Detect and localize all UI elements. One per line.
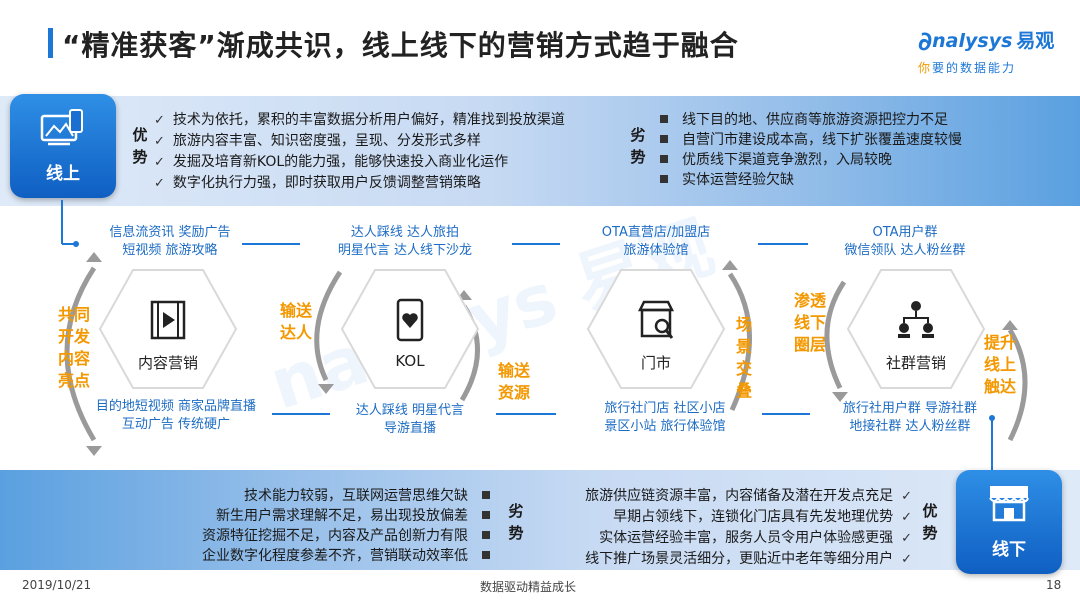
hex-label: KOL — [395, 352, 425, 370]
offline-badge-label: 线下 — [992, 540, 1026, 560]
offline-band — [0, 470, 1080, 570]
storefront-search-icon — [637, 300, 675, 339]
hex-content-marketing: 内容营销 — [98, 268, 238, 390]
footer-date: 2019/10/21 — [22, 578, 92, 592]
label-penetrate-offline: 渗透线下圈层 — [793, 291, 826, 354]
title-accent-bar — [48, 28, 53, 58]
tag-store-bottom: 旅行社门店 社区小店景区小站 旅行体验馆 — [604, 401, 726, 434]
list-item: ✓技术为依托，累积的丰富数据分析用户偏好，精准找到投放渠道 — [154, 112, 565, 128]
list-item: 企业数字化程度参差不齐，营销联动效率低 — [150, 546, 490, 566]
online-badge-label: 线上 — [46, 164, 80, 184]
list-item: ✓数字化执行力强，即时获取用户反馈调整营销策略 — [154, 175, 481, 191]
list-item: 实体运营经验丰富，服务人员令用户体验感更强✓ — [599, 530, 912, 546]
logo-cn: 易观 — [1016, 30, 1055, 52]
label-boost-online: 提升线上触达 — [983, 333, 1016, 396]
phone-heart-icon — [396, 298, 424, 342]
list-item: 早期占领线下，连锁化门店具有先发地理优势✓ — [613, 509, 912, 525]
list-item: 线下目的地、供应商等旅游资源把控力不足 — [660, 110, 962, 130]
hex-store: 门市 — [586, 268, 726, 390]
list-item: 自营门市建设成本高，线下扩张覆盖速度较慢 — [660, 130, 962, 150]
hex-label: 门市 — [640, 354, 671, 372]
offline-strengths-list: 旅游供应链资源丰富，内容储备及潜在开发点充足✓ 早期占领线下，连锁化门店具有先发… — [520, 486, 912, 570]
hex-label: 内容营销 — [137, 354, 198, 372]
tag-kol-bottom: 达人踩线 明星代言导游直播 — [355, 403, 465, 436]
label-scene-overlap: 场景交叠 — [735, 315, 752, 400]
online-badge: 线上 — [10, 94, 116, 198]
label-send-resources: 输送资源 — [497, 361, 530, 402]
online-weakness-label: 劣势 — [630, 126, 646, 166]
list-item: 技术能力较弱，互联网运营思维欠缺 — [150, 486, 490, 506]
logo-en: nalysys — [932, 30, 1013, 52]
offline-weakness-label: 劣势 — [508, 502, 524, 542]
tag-content-bottom: 目的地短视频 商家品牌直播互动广告 传统硬广 — [95, 399, 257, 432]
list-item: 优质线下渠道竞争激烈，入局较晚 — [660, 150, 962, 170]
film-play-icon — [150, 300, 186, 340]
network-users-icon — [898, 301, 934, 338]
list-item: ✓旅游内容丰富、知识密度强，呈现、分发形式多样 — [154, 133, 481, 149]
label-co-develop: 共同开发内容亮点 — [57, 305, 90, 390]
page-title: “精准获客”渐成共识，线上线下的营销方式趋于融合 — [62, 29, 739, 62]
list-item: 实体运营经验欠缺 — [660, 170, 962, 190]
slogan-highlight: 你 — [918, 61, 933, 75]
slogan-text: 要的数据能力 — [932, 61, 1017, 75]
page-number: 18 — [1046, 578, 1062, 592]
offline-strengths-label: 优势 — [922, 502, 938, 542]
offline-weakness-list: 技术能力较弱，互联网运营思维欠缺 新生用户需求理解不足，易出现投放偏差 资源特征… — [150, 486, 490, 566]
tag-content-top: 信息流资讯 奖励广告短视频 旅游攻略 — [109, 225, 231, 258]
tag-store-top: OTA直营店/加盟店旅游体验馆 — [601, 225, 711, 258]
footer-slogan: 数据驱动精益成长 — [480, 580, 577, 594]
offline-badge: 线下 — [956, 470, 1062, 574]
store-icon — [989, 486, 1029, 522]
list-item: ✓发掘及培育新KOL的能力强，能够快速投入商业化运作 — [154, 154, 509, 170]
list-item: 新生用户需求理解不足，易出现投放偏差 — [150, 506, 490, 526]
online-weakness-list: 线下目的地、供应商等旅游资源把控力不足 自营门市建设成本高，线下扩张覆盖速度较慢… — [660, 110, 962, 190]
hex-kol: KOL — [340, 268, 480, 390]
online-strengths-list: ✓技术为依托，累积的丰富数据分析用户偏好，精准找到投放渠道 ✓旅游内容丰富、知识… — [154, 110, 565, 194]
list-item: 旅游供应链资源丰富，内容储备及潜在开发点充足✓ — [585, 488, 912, 504]
online-screen-icon — [40, 109, 83, 146]
list-item: 资源特征挖掘不足，内容及产品创新力有限 — [150, 526, 490, 546]
list-item: 线下推广场景灵活细分，更贴近中老年等细分用户✓ — [585, 551, 912, 567]
tag-community-bottom: 旅行社用户群 导游社群地接社群 达人粉丝群 — [842, 401, 978, 434]
tag-kol-top: 达人踩线 达人旅拍明星代言 达人线下沙龙 — [337, 225, 473, 258]
label-send-kol: 输送达人 — [279, 301, 312, 342]
hex-label: 社群营销 — [885, 354, 946, 372]
tag-community-top: OTA用户群微信领队 达人粉丝群 — [844, 225, 966, 258]
hex-community-marketing: 社群营销 — [846, 268, 986, 390]
online-band — [0, 96, 1080, 206]
online-strengths-label: 优势 — [132, 126, 148, 166]
